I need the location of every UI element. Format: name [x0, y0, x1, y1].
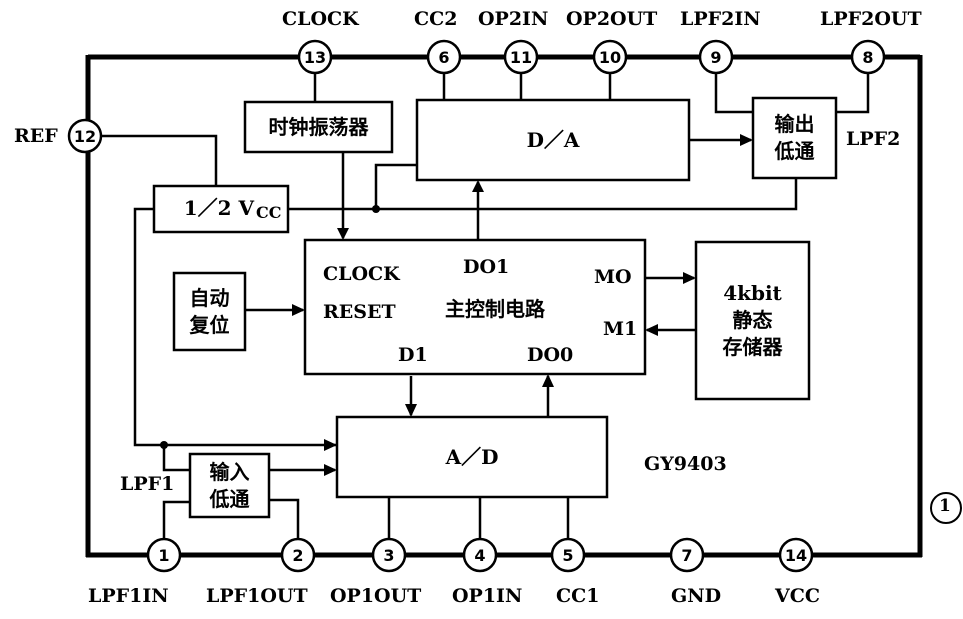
arrow-lpf1-to-ad	[324, 464, 337, 476]
signal-mo: MO	[594, 266, 632, 288]
memory-label: 4kbit 静态 存储器	[722, 280, 783, 359]
signal-m1: M1	[603, 318, 638, 340]
pin-13-label: CLOCK	[282, 8, 359, 30]
half-vcc-subscript: CC	[256, 203, 282, 222]
pin-1-label: LPF1IN	[88, 585, 169, 607]
pin-14-number: 14	[784, 545, 808, 565]
arrow-main-to-ad	[405, 404, 417, 417]
main-control-label: 主控制电路	[445, 296, 545, 321]
pin-10-number: 10	[598, 47, 622, 67]
figure-number-text: 1	[939, 496, 951, 516]
lpf2-block-label: 输出 低通	[774, 112, 815, 163]
pin-7-number: 7	[681, 545, 693, 565]
arrow-reset-to-main	[292, 304, 305, 316]
arrow-mem-to-main	[645, 324, 658, 336]
pin-11-label: OP2IN	[478, 8, 549, 30]
pin-5-number: 5	[562, 545, 574, 565]
pin-4-number: 4	[474, 545, 486, 565]
lpf1-side-label: LPF1	[120, 473, 175, 495]
pin-11-number: 11	[509, 47, 533, 67]
memory-box	[694, 240, 811, 401]
pin-6-number: 6	[438, 47, 450, 67]
chip-model-label: GY9403	[644, 453, 727, 475]
pin-2-number: 2	[292, 545, 304, 565]
pin-5-label: CC1	[556, 585, 600, 607]
da-label: D／A	[526, 127, 580, 152]
pin-7-label: GND	[671, 585, 722, 607]
lpf1-box	[188, 452, 271, 519]
junction-dot	[160, 441, 168, 449]
pin-9-number: 9	[710, 47, 722, 67]
arrow-ad-to-main	[542, 374, 554, 387]
pin-10-label: OP2OUT	[566, 8, 658, 30]
arrow-da-to-lpf2	[740, 134, 753, 146]
signal-d1: D1	[398, 344, 428, 366]
auto-reset-label: 自动 复位	[189, 285, 230, 337]
junction-dot	[372, 205, 380, 213]
lpf2-side-label: LPF2	[846, 128, 901, 150]
pin-9-label: LPF2IN	[680, 8, 761, 30]
pin-12-number: 12	[73, 126, 97, 146]
pin-14-label: VCC	[775, 585, 820, 607]
pin-1-number: 1	[158, 545, 170, 565]
pin-3-label: OP1OUT	[330, 585, 422, 607]
clock-oscillator-label: 时钟振荡器	[268, 114, 369, 139]
pin-8-number: 8	[862, 47, 874, 67]
arrow-main-to-da	[472, 180, 484, 192]
pin-7-circle	[669, 537, 705, 573]
pin-3-number: 3	[383, 545, 395, 565]
arrow-main-to-mem	[683, 272, 696, 284]
pin-4-label: OP1IN	[452, 585, 523, 607]
ad-box	[335, 415, 609, 499]
clock-oscillator-box	[243, 100, 394, 154]
pin-6-label: CC2	[414, 8, 458, 30]
ad-label: A／D	[445, 444, 499, 469]
lpf2-box	[751, 96, 838, 180]
signal-do0: DO0	[527, 344, 574, 366]
figure-number-circle	[930, 492, 962, 524]
arrow-bias-to-ad	[324, 439, 337, 451]
pin-12-label: REF	[14, 125, 58, 147]
auto-reset-box	[172, 271, 247, 352]
pin-14-circle	[778, 537, 814, 573]
signal-do1: DO1	[463, 256, 510, 278]
pin-2-label: LPF1OUT	[206, 585, 308, 607]
main-control-box	[303, 238, 647, 376]
arrow-clock-to-main	[337, 228, 349, 240]
pin-8-label: LPF2OUT	[820, 8, 922, 30]
signal-reset: RESET	[323, 301, 396, 323]
lpf1-block-label: 输入 低通	[209, 459, 250, 511]
half-vcc-label: 1／2 V	[183, 195, 254, 220]
pin-13-number: 13	[303, 47, 327, 67]
signal-clock: CLOCK	[323, 263, 400, 285]
